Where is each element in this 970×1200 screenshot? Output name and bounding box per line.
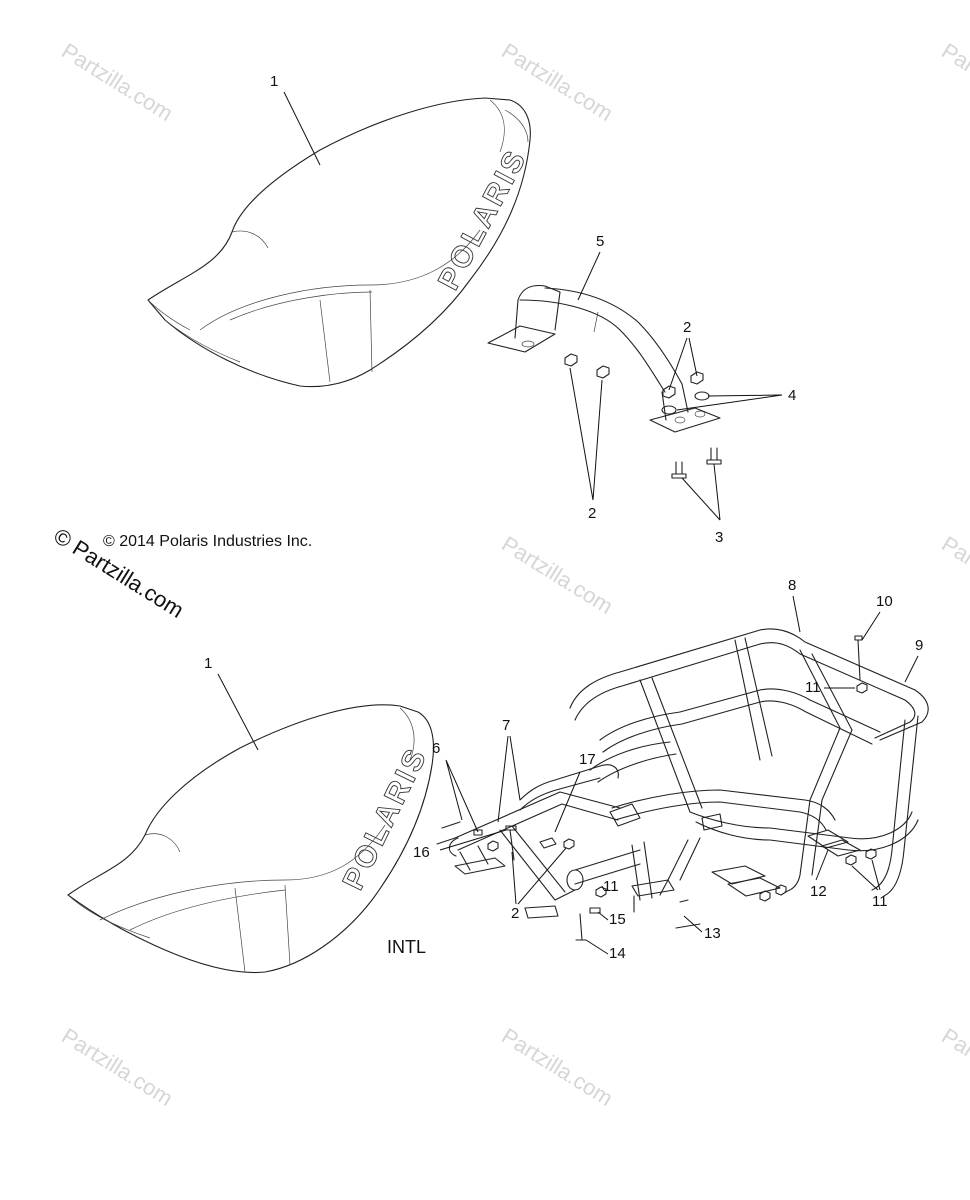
callout-3: 3 [715,529,723,546]
callout-11: 11 [872,893,888,910]
callout-7: 7 [502,717,510,734]
watermark: Partzilla.com [497,38,617,126]
callout-1: 1 [270,73,278,90]
callout-2: 2 [588,505,596,522]
watermark: Partzilla.com [57,1023,177,1111]
callout-15: 15 [609,911,626,928]
top-callouts: 1 5 2 4 2 3 [270,73,796,546]
callout-11: 11 [603,878,619,895]
callout-17: 17 [579,751,596,768]
watermarks: Partzilla.com Partzilla.com Partzilla.co… [57,38,970,1111]
callout-6: 6 [432,740,440,757]
seat-brand-logo: POLARIS [337,742,434,895]
watermark: Partzilla.com [57,38,177,126]
watermark: Partzilla.com [497,531,617,619]
grab-handle [487,284,722,479]
callout-12: 12 [810,883,827,900]
cargo-rack [436,628,929,941]
seat-top: POLARIS [147,97,534,388]
callout-16: 16 [413,844,430,861]
callout-11: 11 [805,679,821,696]
callout-10: 10 [876,593,893,610]
seat-brand-logo: POLARIS [432,144,534,296]
callout-13: 13 [704,925,721,942]
callout-1: 1 [204,655,212,672]
watermark: Partzilla.com [937,38,970,126]
watermark: Partzilla.com [497,1023,617,1111]
bottom-callouts: 8 10 9 11 1 7 6 17 16 2 11 15 14 13 12 1… [204,577,923,962]
watermark: Partzilla.com [937,1023,970,1111]
copyright-notice: © 2014 Polaris Industries Inc. [103,533,312,550]
watermark: Partzilla.com [937,531,970,619]
callout-8: 8 [788,577,796,594]
variant-label: INTL [387,937,426,957]
callout-2: 2 [683,319,691,336]
callout-4: 4 [788,387,796,404]
callout-2: 2 [511,905,519,922]
callout-14: 14 [609,945,626,962]
seat-intl: POLARIS [67,704,434,974]
callout-9: 9 [915,637,923,654]
callout-5: 5 [596,233,604,250]
